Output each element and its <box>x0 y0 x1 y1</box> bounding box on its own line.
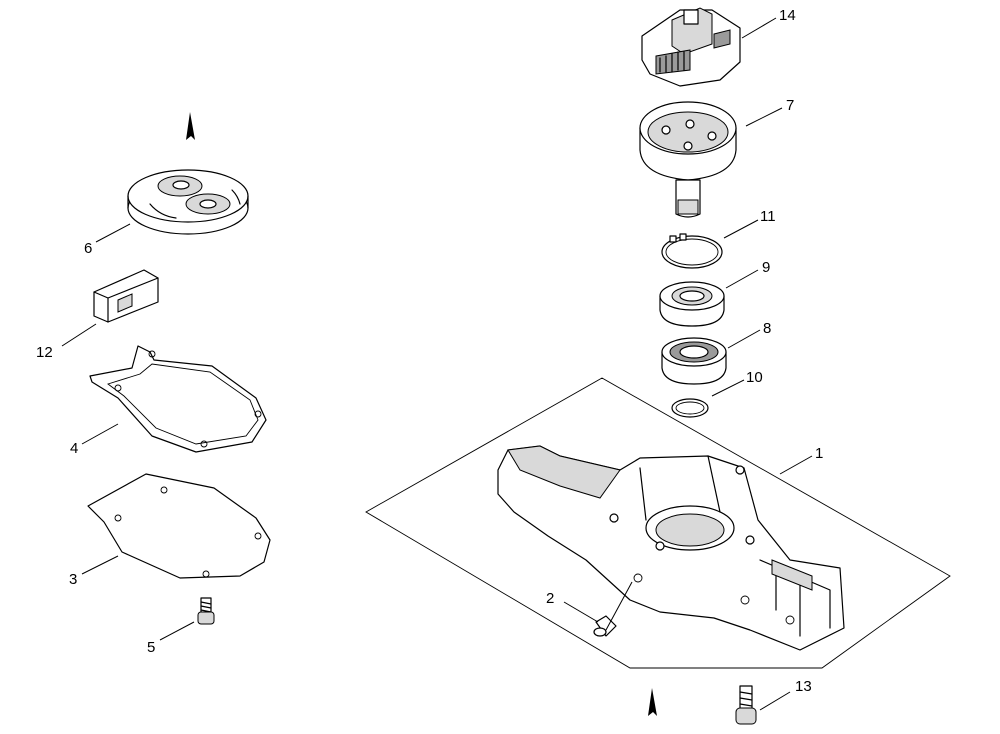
part-13-bolt <box>735 685 757 725</box>
callout-6: 6 <box>84 240 92 257</box>
callout-4: 4 <box>70 440 78 457</box>
part-5-screw <box>197 597 215 625</box>
direction-arrow-up-bottom <box>648 688 657 716</box>
callout-3: 3 <box>69 571 77 588</box>
callout-11: 11 <box>760 208 776 225</box>
callout-14: 14 <box>779 7 796 24</box>
part-12-block <box>93 269 159 323</box>
part-14-clutch <box>641 7 741 87</box>
callout-1: 1 <box>815 445 823 462</box>
part-7-clutch-drum <box>639 101 737 218</box>
callout-12: 12 <box>36 344 53 361</box>
callout-10: 10 <box>746 369 763 386</box>
callout-13: 13 <box>795 678 812 695</box>
part-11-snap-ring <box>661 233 723 269</box>
callout-labels: 1 2 3 4 5 6 7 8 9 10 11 12 13 14 <box>36 7 823 695</box>
callout-9: 9 <box>762 259 770 276</box>
callout-5: 5 <box>147 639 155 656</box>
callout-7: 7 <box>786 97 794 114</box>
direction-arrow-up-left <box>186 112 195 140</box>
part-4-gasket <box>89 345 267 453</box>
part-9-bearing <box>659 281 725 327</box>
part-1-housing-group <box>365 377 951 669</box>
leader-lines <box>61 17 813 711</box>
part-8-bearing <box>661 337 727 385</box>
part-6-plate <box>127 169 249 235</box>
callout-2: 2 <box>546 590 554 607</box>
part-10-snap-ring <box>671 398 709 418</box>
callout-8: 8 <box>763 320 771 337</box>
part-2-grease-fitting <box>593 615 617 637</box>
part-3-cover-plate <box>87 473 271 579</box>
